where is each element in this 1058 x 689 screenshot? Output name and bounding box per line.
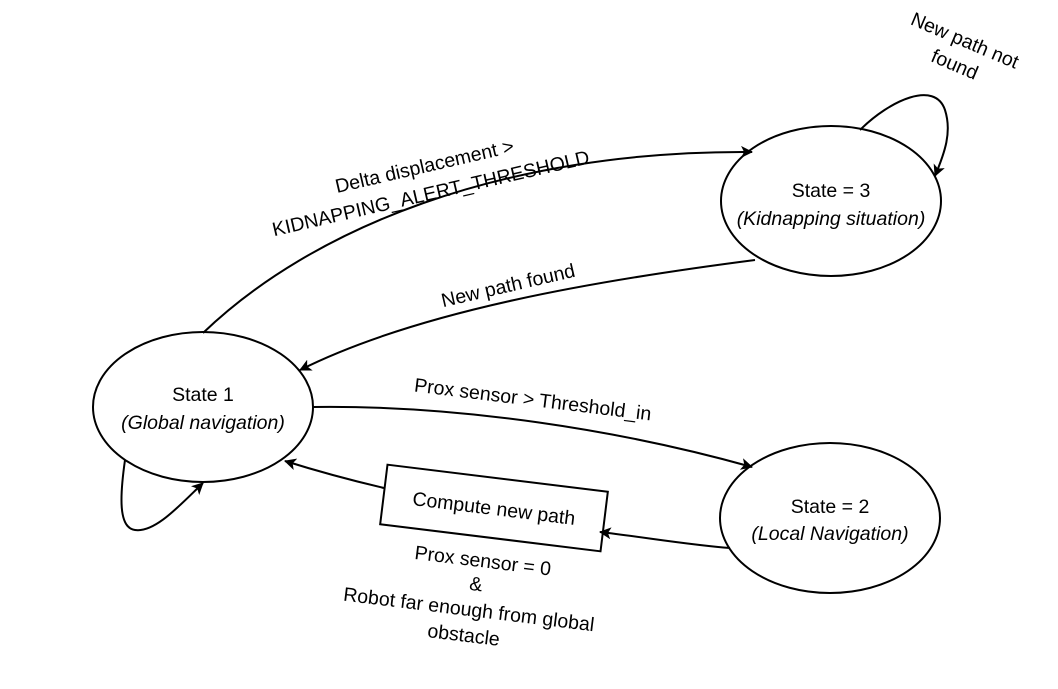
state-1-subtitle: (Global navigation) (121, 412, 285, 434)
state-1-title: State 1 (172, 384, 234, 406)
transition-s3-self-loop (859, 94, 949, 177)
compute-new-path-rect (379, 463, 609, 553)
label-s1-to-s2: Prox sensor > Threshold_in (413, 375, 653, 426)
label-s3-self: New path not found (908, 8, 1023, 84)
state-2-node[interactable]: State = 2 (Local Navigation) (719, 442, 941, 594)
transition-box-to-s1 (284, 458, 385, 489)
transition-s1-to-s2 (312, 405, 753, 470)
state-1-ellipse (92, 331, 314, 483)
state-3-subtitle: (Kidnapping situation) (737, 208, 926, 230)
state-2-title: State = 2 (791, 496, 870, 518)
transition-s1-self-loop (120, 459, 204, 532)
compute-new-path-label: Compute new path (411, 488, 576, 530)
label-s2-to-box-line2: & (468, 573, 484, 596)
label-s2-to-box-line4: obstacle (426, 620, 501, 651)
state-3-title: State = 3 (792, 180, 871, 202)
state-3-ellipse (720, 125, 942, 277)
state-3-node[interactable]: State = 3 (Kidnapping situation) (720, 125, 942, 277)
compute-new-path-box[interactable]: Compute new path (379, 463, 609, 553)
label-s3-to-s1-text: New path found (439, 260, 577, 312)
transition-s3-to-s1 (299, 259, 756, 371)
state-2-ellipse (719, 442, 941, 594)
label-s2-to-box: Prox sensor = 0 & Robot far enough from … (342, 542, 595, 651)
label-s3-to-s1: New path found (439, 260, 577, 312)
state-1-node[interactable]: State 1 (Global navigation) (92, 331, 314, 483)
label-s1-to-s3: Delta displacement > KIDNAPPING_ALERT_TH… (270, 135, 591, 241)
state-2-subtitle: (Local Navigation) (751, 523, 908, 545)
label-s1-to-s2-text: Prox sensor > Threshold_in (413, 375, 653, 426)
transition-s2-to-box (599, 527, 731, 549)
transition-s1-to-s3 (202, 145, 753, 334)
